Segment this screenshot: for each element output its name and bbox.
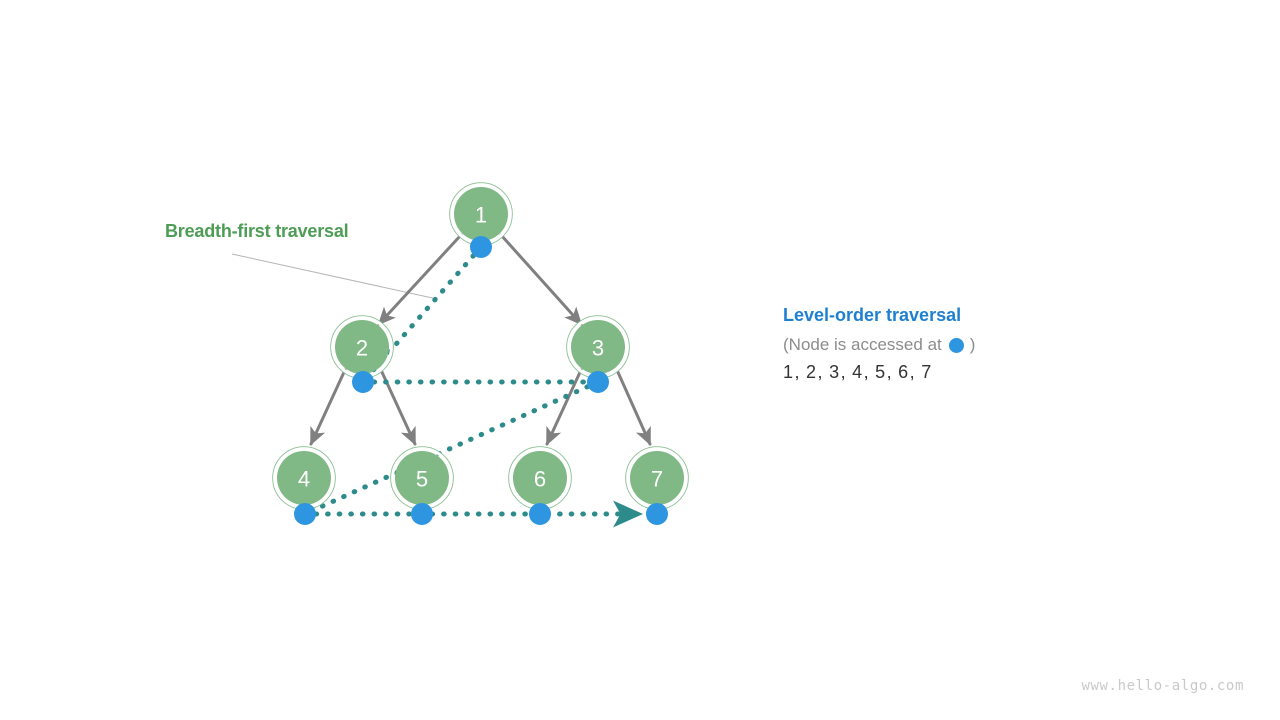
node-1-label: 1 xyxy=(475,203,487,228)
access-dot-node-5[interactable] xyxy=(411,503,433,525)
access-dot-node-7[interactable] xyxy=(646,503,668,525)
caption-leader-line xyxy=(231,253,438,300)
edge-3-6 xyxy=(545,368,583,446)
edge-1-2 xyxy=(377,233,463,326)
node-6-body xyxy=(513,451,567,505)
traversal-segment-3-4 xyxy=(302,379,601,517)
access-dot-node-2[interactable] xyxy=(352,371,374,393)
legend-note: (Node is accessed at ) xyxy=(783,335,1203,355)
node-4-body xyxy=(277,451,331,505)
sequence-item: 7 xyxy=(921,362,932,382)
tree-node-1[interactable]: 1 xyxy=(449,182,513,246)
node-2-body xyxy=(335,320,389,374)
edge-3-7 xyxy=(615,368,652,446)
sequence-separator: , xyxy=(863,362,870,382)
node-1-body xyxy=(454,187,508,241)
node-4-label: 4 xyxy=(298,467,310,492)
edge-2-4 xyxy=(309,368,347,446)
node-7-label: 7 xyxy=(651,467,663,492)
node-7-body xyxy=(630,451,684,505)
tree-nodes: 1 2 3 4 xyxy=(272,182,689,510)
breadth-first-traversal-caption: Breadth-first traversal xyxy=(165,221,349,241)
sequence-separator: , xyxy=(840,362,847,382)
tree-node-7[interactable]: 7 xyxy=(625,446,689,510)
node-5-body xyxy=(395,451,449,505)
traversal-path-upper xyxy=(313,379,643,528)
access-dot-node-6[interactable] xyxy=(529,503,551,525)
access-dots xyxy=(294,236,668,525)
node-3-label: 3 xyxy=(592,336,604,361)
tree-node-5[interactable]: 5 xyxy=(390,446,454,510)
tree-node-2[interactable]: 2 xyxy=(330,315,394,379)
access-dot-node-4[interactable] xyxy=(294,503,316,525)
sequence-item: 2 xyxy=(806,362,817,382)
sequence-item: 3 xyxy=(829,362,840,382)
sequence-separator: , xyxy=(817,362,824,382)
traversal-sequence: 1,2,3,4,5,6,7 xyxy=(783,362,1203,383)
node-6-label: 6 xyxy=(534,467,546,492)
legend-note-suffix: ) xyxy=(969,335,976,354)
sequence-separator: , xyxy=(794,362,801,382)
sequence-separator: , xyxy=(909,362,916,382)
sequence-item: 6 xyxy=(898,362,909,382)
sequence-item: 5 xyxy=(875,362,886,382)
site-watermark: www.hello-algo.com xyxy=(1081,678,1244,694)
tree-node-3[interactable]: 3 xyxy=(566,315,630,379)
sequence-separator: , xyxy=(886,362,893,382)
node-5-label: 5 xyxy=(416,467,428,492)
node-3-body xyxy=(571,320,625,374)
legend-note-prefix: (Node is accessed at xyxy=(783,335,942,354)
access-dot-node-3[interactable] xyxy=(587,371,609,393)
node-2-label: 2 xyxy=(356,336,368,361)
legend-panel: Level-order traversal (Node is accessed … xyxy=(783,305,1203,383)
tree-node-4[interactable]: 4 xyxy=(272,446,336,510)
legend-title: Level-order traversal xyxy=(783,305,962,325)
sequence-item: 4 xyxy=(852,362,863,382)
access-dot-icon xyxy=(948,337,964,353)
edge-1-3 xyxy=(499,233,583,326)
tree-node-6[interactable]: 6 xyxy=(508,446,572,510)
sequence-item: 1 xyxy=(783,362,794,382)
access-dot-node-1[interactable] xyxy=(470,236,492,258)
